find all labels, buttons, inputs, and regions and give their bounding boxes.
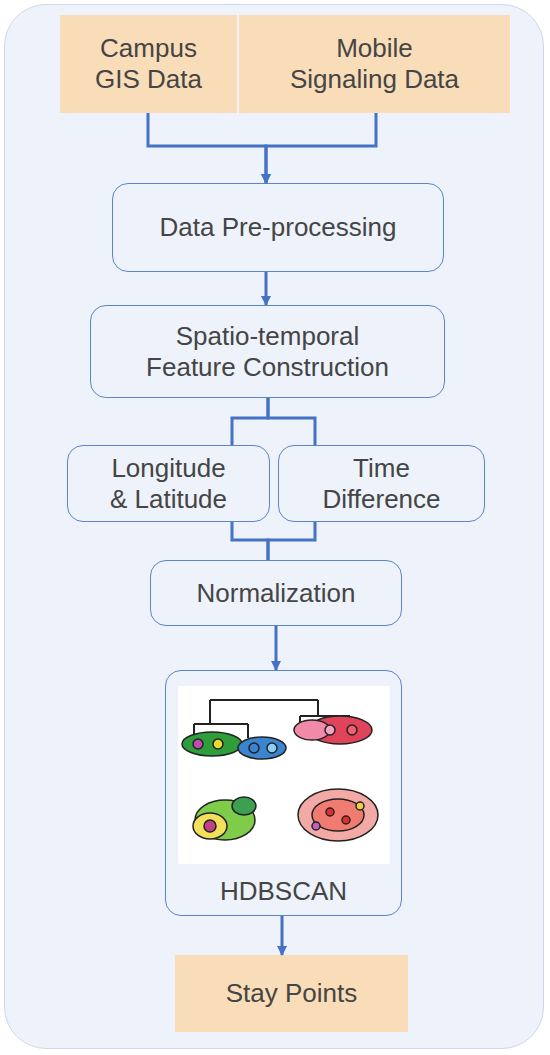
flow-connector [268, 522, 315, 560]
node-label: Time Difference [309, 453, 454, 515]
flow-connector [232, 398, 268, 445]
result-box: Stay Points [175, 955, 408, 1032]
data-source-box: Mobile Signaling Data [239, 15, 510, 113]
feature-box: Longitude & Latitude [67, 445, 270, 522]
process-box: Spatio-temporal Feature Construction [90, 305, 445, 398]
feature-box: Time Difference [278, 445, 485, 522]
data-source-box: Campus GIS Data [60, 15, 237, 113]
flow-connector [265, 272, 268, 305]
process-box: Normalization [150, 560, 402, 626]
node-label: Longitude & Latitude [106, 453, 231, 515]
process-box: Data Pre-processing [112, 183, 444, 272]
node-label: HDBSCAN [220, 876, 347, 907]
node-label: Stay Points [226, 978, 358, 1009]
node-label: Normalization [197, 578, 356, 609]
node-label: Spatio-temporal Feature Construction [143, 321, 392, 383]
node-label: Mobile Signaling Data [284, 33, 465, 95]
flow-connector [148, 113, 266, 183]
node-label: Campus GIS Data [80, 33, 217, 95]
flow-connector [268, 398, 315, 445]
flow-connector [275, 626, 278, 670]
flow-connector [266, 113, 376, 183]
flow-connector [281, 916, 284, 955]
node-label: Data Pre-processing [160, 212, 397, 243]
flow-connector [232, 522, 268, 560]
clustering-box: HDBSCAN [165, 670, 402, 916]
